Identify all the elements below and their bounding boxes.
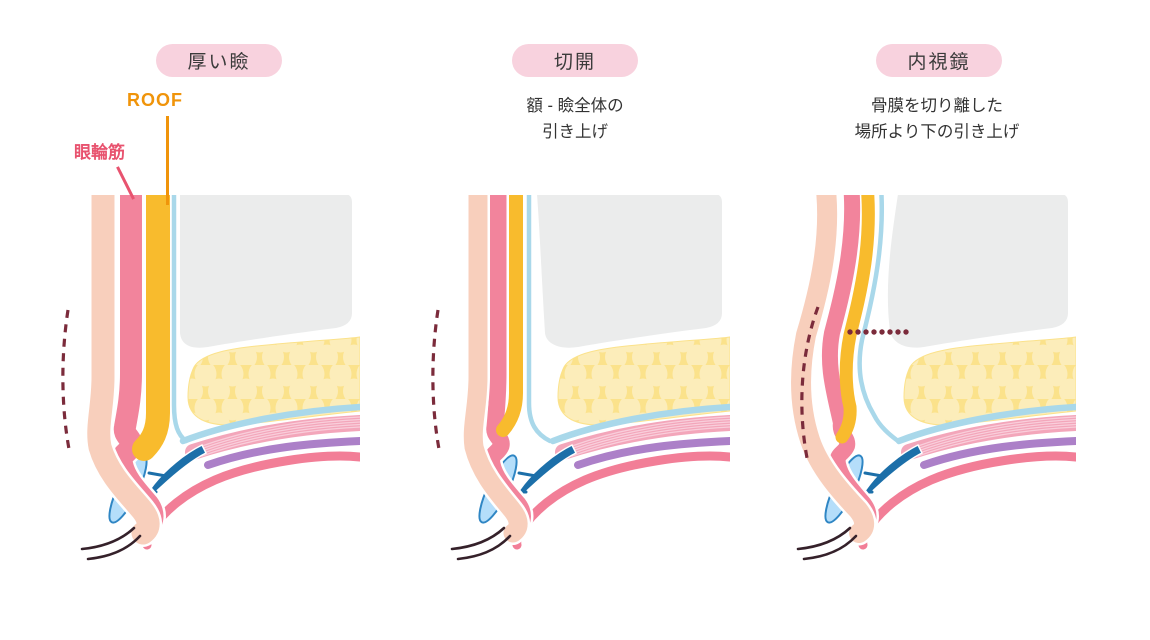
fat-pad bbox=[903, 336, 1076, 426]
panel-title: 内視鏡 bbox=[907, 52, 971, 73]
septum-line bbox=[171, 195, 189, 444]
purple-band bbox=[920, 437, 1076, 469]
panel-title-pill: 厚い瞼 bbox=[156, 44, 282, 77]
septum-line bbox=[526, 195, 553, 444]
levator-muscle-band bbox=[555, 415, 730, 460]
fat-pad bbox=[187, 336, 360, 426]
eyelashes bbox=[796, 526, 858, 561]
roof-layer bbox=[496, 195, 523, 437]
septum-line bbox=[857, 195, 901, 444]
fat-pad bbox=[557, 336, 730, 426]
caption-line: 額 - 瞼全体の bbox=[526, 97, 624, 115]
panel-caption: 額 - 瞼全体の 引き上げ bbox=[465, 93, 685, 145]
purple-band bbox=[204, 437, 360, 469]
caption-line: 場所より下の引き上げ bbox=[854, 123, 1020, 141]
frontal-area bbox=[180, 195, 352, 348]
skin-layer bbox=[84, 195, 163, 547]
incision-dashed-line bbox=[800, 306, 820, 464]
panel-title-pill: 内視鏡 bbox=[876, 44, 1002, 77]
eyelashes bbox=[80, 526, 142, 561]
frontal-area bbox=[537, 195, 722, 348]
panel-title-pill: 切開 bbox=[512, 44, 638, 77]
incision-dashed-line bbox=[431, 309, 441, 450]
roof-label: ROOF bbox=[127, 90, 183, 110]
roof-layer bbox=[835, 195, 875, 444]
skin-layer bbox=[788, 195, 877, 546]
septum-diagonal-band bbox=[179, 403, 360, 445]
eyelid-cross-section bbox=[30, 195, 360, 575]
periosteum-detach-dots bbox=[847, 329, 909, 335]
panel-title: 切開 bbox=[553, 52, 596, 73]
eyelid-cross-section bbox=[746, 195, 1076, 575]
roof-pointer-line bbox=[166, 116, 169, 205]
septum-diagonal-band bbox=[895, 403, 1076, 445]
septum-diagonal-band bbox=[549, 403, 730, 445]
incision-dashed-line bbox=[61, 309, 71, 450]
eyelid-cross-section bbox=[400, 195, 730, 575]
caption-line: 骨膜を切り離した bbox=[871, 97, 1003, 115]
levator-muscle-band bbox=[901, 415, 1076, 460]
levator-muscle-band bbox=[185, 415, 360, 460]
frontal-area bbox=[887, 195, 1068, 348]
roof-layer bbox=[132, 195, 170, 461]
eyelashes bbox=[450, 526, 512, 561]
skin-layer bbox=[461, 195, 531, 545]
orbicularis-label: 眼輪筋 bbox=[74, 143, 125, 162]
purple-band bbox=[574, 437, 730, 469]
caption-line: 引き上げ bbox=[542, 123, 608, 141]
panel-title: 厚い瞼 bbox=[187, 52, 251, 73]
panel-caption: 骨膜を切り離した 場所より下の引き上げ bbox=[827, 93, 1047, 145]
